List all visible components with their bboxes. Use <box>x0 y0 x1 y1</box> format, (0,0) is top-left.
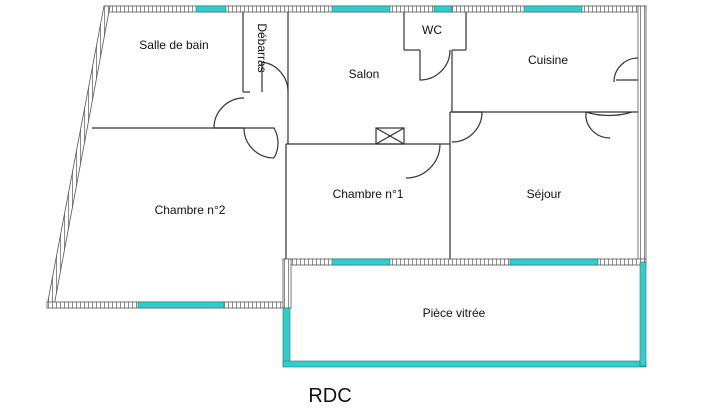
label-cuisine: Cuisine <box>528 53 568 67</box>
door-chambre-2 <box>244 127 279 159</box>
door-exterior <box>613 57 639 83</box>
window-wc <box>433 5 453 13</box>
window-cuisine <box>523 5 583 13</box>
door-wc <box>419 49 451 81</box>
label-salon: Salon <box>349 67 380 81</box>
plan-title: RDC <box>308 385 351 407</box>
door-cuisine <box>585 111 633 117</box>
label-piece-vitree: Pièce vitrée <box>423 306 486 320</box>
label-debarras: Débarras <box>255 23 269 72</box>
glazing-bottom <box>282 360 647 368</box>
label-salle-de-bain: Salle de bain <box>139 38 208 52</box>
label-chambre-2: Chambre n°2 <box>155 203 226 217</box>
window-salon <box>331 5 391 13</box>
door-swings <box>213 49 639 179</box>
door-salle-de-bain <box>213 97 245 129</box>
window-sejour <box>509 258 599 266</box>
room-labels: Salle de bain Débarras Salon WC Cuisine … <box>139 23 568 320</box>
label-sejour: Séjour <box>527 187 562 201</box>
window-salle-de-bain <box>195 5 227 13</box>
door-sejour <box>451 111 483 143</box>
window-chambre-2 <box>137 301 225 309</box>
glazing-left <box>282 307 291 367</box>
window-chambre-1 <box>331 258 391 266</box>
label-wc: WC <box>422 23 442 37</box>
door-debarras <box>261 61 289 93</box>
glazing-right <box>639 261 647 367</box>
label-chambre-1: Chambre n°1 <box>333 187 404 201</box>
windows <box>137 5 647 368</box>
door-chambre-1 <box>405 143 441 179</box>
